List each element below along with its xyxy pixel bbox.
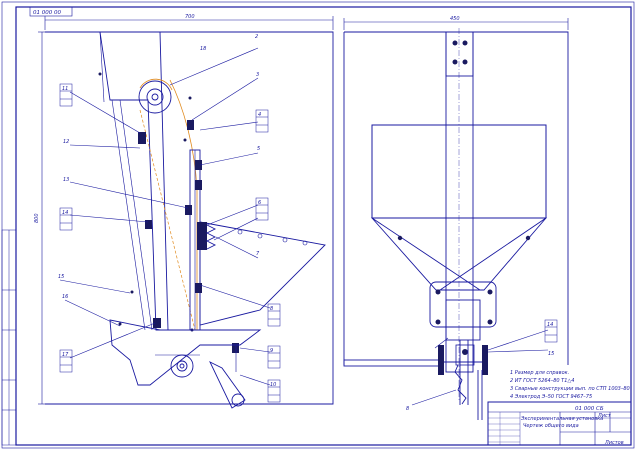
callout-17: 18	[200, 46, 206, 52]
callout-15: 16	[62, 294, 68, 300]
callout-4: 5	[257, 146, 260, 152]
left-view: 700 800	[34, 14, 334, 409]
callout-13: 14	[62, 210, 68, 216]
dim-left-width: 700	[185, 14, 195, 20]
left-view-dimensions: 700 800	[34, 14, 334, 405]
note-2: 2 ИТ ГОСТ 5264–80 Т1△4	[510, 378, 574, 384]
callout-16: 17	[62, 352, 69, 358]
title-name-2: Чертеж общего вида	[523, 423, 579, 429]
callout-2: 3	[256, 72, 259, 78]
dim-right-width: 450	[450, 16, 460, 22]
right-callouts: 14 15 8	[406, 319, 558, 412]
note-3: 3 Сварные конструкции вып. по СТП 1003–8…	[510, 386, 630, 392]
drawing-code: 01 000 СБ	[575, 406, 604, 412]
callout-3: 4	[258, 112, 261, 118]
column-brackets	[98, 72, 239, 353]
callout-right-1: 14	[547, 322, 553, 328]
callout-6: 7	[256, 251, 260, 257]
right-view: 450	[343, 16, 569, 420]
top-pulley	[138, 80, 172, 114]
bottom-drive-assembly	[438, 340, 488, 420]
drawing-frame	[15, 6, 632, 446]
callout-right-3: 8	[406, 406, 409, 412]
left-margin-strips	[1, 229, 17, 446]
callout-10: 11	[62, 86, 68, 92]
callout-14: 15	[58, 274, 64, 280]
corner-code: 01 000 00	[33, 10, 61, 16]
sheet-label: Лист	[597, 413, 612, 419]
base-frame	[109, 319, 262, 386]
left-leaders	[59, 47, 271, 386]
dim-left-height: 800	[34, 213, 40, 223]
callout-11: 12	[63, 139, 69, 145]
title-block: 01 000 СБ Экспериментальная установка Че…	[487, 401, 632, 446]
callout-1: 2	[255, 34, 258, 40]
callout-5: 6	[258, 200, 261, 206]
title-name-1: Экспериментальная установка	[520, 416, 603, 422]
callout-9: 10	[270, 382, 276, 388]
note-1: 1 Размер для справок.	[510, 370, 569, 376]
callout-7: 8	[270, 306, 273, 312]
callout-right-2: 15	[548, 351, 554, 357]
note-4: 4 Электрод Э–50 ГОСТ 9467–75	[510, 394, 592, 400]
feeder-block	[197, 222, 207, 250]
drive-housing	[429, 281, 497, 328]
sheets-label: Листов	[604, 440, 624, 446]
callout-12: 13	[63, 177, 69, 183]
corner-stamp: 01 000 00	[29, 6, 73, 17]
front-column	[445, 31, 474, 373]
callout-8: 9	[270, 348, 273, 354]
left-callouts: 2 3 4 5 6 7 8 9 10 1	[58, 34, 281, 403]
inclined-column	[99, 31, 169, 331]
technical-notes: 1 Размер для справок. 2 ИТ ГОСТ 5264–80 …	[510, 370, 630, 400]
right-view-dimensions: 450	[343, 16, 569, 30]
